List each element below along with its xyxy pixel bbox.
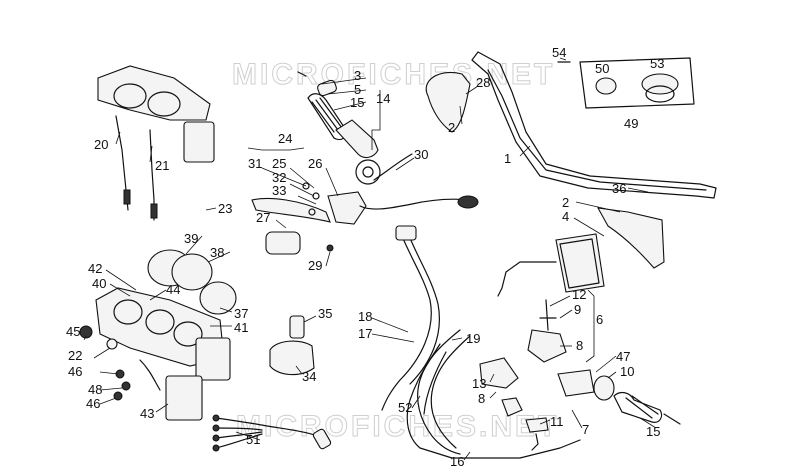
callout-21: 21 [155,158,169,173]
callout-36: 36 [612,181,626,196]
clamp-set-box [557,57,695,109]
callout-28: 28 [476,75,490,90]
callout-2-lower: 2 [562,195,569,210]
callout-13: 13 [472,376,486,391]
callout-50: 50 [595,61,609,76]
callout-labels: 54 50 53 49 3 5 15 14 28 2 1 20 21 24 30… [66,45,664,469]
right-switch-throttle [479,299,681,451]
hand-guard-left [425,71,471,133]
callout-54: 54 [552,45,566,60]
callout-19: 19 [466,331,480,346]
callout-30: 30 [414,147,428,162]
mirror [497,233,605,297]
callout-52: 52 [398,400,412,415]
callout-24: 24 [278,131,292,146]
callout-10: 10 [620,364,634,379]
callout-53: 53 [650,56,664,71]
callout-6: 6 [596,312,603,327]
callout-40: 40 [92,276,106,291]
twist-grip-left [297,71,381,185]
callout-17: 17 [358,326,372,341]
callout-46-upper: 46 [68,364,82,379]
callout-8-left: 8 [478,391,485,406]
callout-23: 23 [218,201,232,216]
instrument-cluster-lower [79,249,237,421]
callout-38: 38 [210,245,224,260]
callout-51: 51 [246,432,260,447]
callout-39: 39 [184,231,198,246]
callout-11: 11 [550,414,564,429]
callout-14: 14 [376,91,390,106]
control-cables [381,225,581,459]
callout-32: 32 [272,170,286,185]
left-lever-assembly [251,153,479,255]
callout-49: 49 [624,116,638,131]
callout-2-upper: 2 [448,120,455,135]
callout-37: 37 [234,306,248,321]
callout-18: 18 [358,309,372,324]
callout-22: 22 [68,348,82,363]
callout-44: 44 [166,282,180,297]
callout-34: 34 [302,369,316,384]
leader-lines [83,57,657,461]
callout-41: 41 [234,320,248,335]
callout-15-right: 15 [646,424,660,439]
callout-31: 31 [248,156,262,171]
callout-9: 9 [574,302,581,317]
callout-1: 1 [504,151,511,166]
callout-12: 12 [572,287,586,302]
callout-48: 48 [88,382,102,397]
callout-8-right: 8 [576,338,583,353]
callout-35: 35 [318,306,332,321]
instrument-cluster-top [97,65,215,221]
callout-43: 43 [140,406,154,421]
callout-7: 7 [582,422,589,437]
handlebar [471,51,717,199]
callout-15: 15 [350,95,364,110]
callout-45: 45 [66,324,80,339]
callout-46-lower: 46 [86,396,100,411]
callout-4: 4 [562,209,569,224]
callout-29: 29 [308,258,322,273]
callout-20: 20 [94,137,108,152]
callout-16: 16 [450,454,464,469]
callout-47: 47 [616,349,630,364]
callout-27: 27 [256,210,270,225]
watermark-bottom: MICROFICHES.NET [236,410,559,443]
callout-25: 25 [272,156,286,171]
wiring-harness [212,414,332,452]
callout-26: 26 [308,156,322,171]
callout-5: 5 [354,82,361,97]
callout-33: 33 [272,183,286,198]
watermark-top: MICROFICHES.NET [232,58,555,91]
ignition-switch [269,315,315,376]
callout-3: 3 [354,68,361,83]
callout-42: 42 [88,261,102,276]
hand-guard-right [596,207,665,269]
